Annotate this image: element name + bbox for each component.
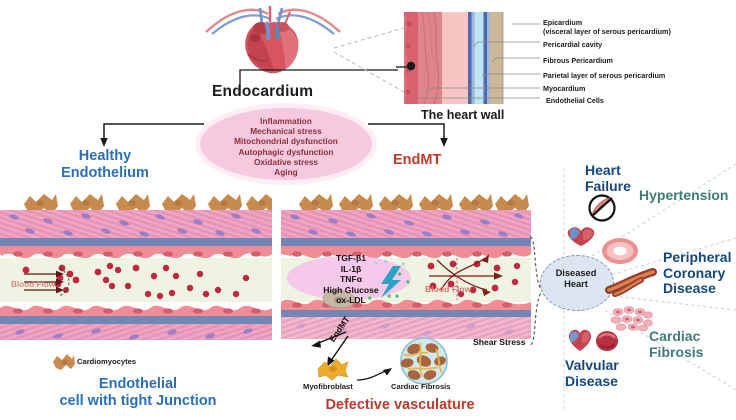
myofibroblast-icon [316,357,350,381]
outcome-valvular-disease: Valvular Disease [565,357,619,389]
defective-vessel-diagram [281,190,531,340]
fibrosis-arrow [356,366,393,384]
left-heading-line2: Endothelium [61,164,149,181]
branch-arrow-left [96,118,204,148]
layer-label-endothelial-cells: Endothelial Cells [546,96,604,105]
pcd-line2: Coronary [663,264,726,281]
cardiac-fibrosis-label: Cardiac Fibrosis [391,382,451,391]
cytokine-item: ox-LDL [336,295,366,306]
diseased-heart-hub [540,255,614,311]
hypertension-label: Hypertension [639,187,729,203]
vd-line2: Disease [565,372,618,389]
page-title: Endocardium [212,83,314,100]
endocardium-leader-line [238,68,398,94]
layer-label-epicardium: Epicardium [543,18,583,27]
cytokine-item: TGF-β1 [335,253,367,263]
branch-arrow-right [368,118,454,148]
layer-label-fibrous-pericardium: Fibrous Pericardium [543,56,613,65]
middle-blood-flow-label: Blood Flow [425,284,472,294]
healthy-vessel-diagram [0,190,272,340]
hub-line1: Diseased [555,268,597,278]
cf-line1: Cardiac [649,328,701,344]
cytokine-item: TNFα [340,274,362,285]
layer-label-myocardium: Myocardium [543,84,586,93]
cytokine-item: IL-1β [340,263,362,274]
stressor-item: Autophagic dysfunction [238,146,334,157]
cardiomyocyte-legend-icon [52,353,76,371]
middle-panel-caption: Defective vasculature [325,397,475,413]
stressor-item: Oxidative stress [253,156,319,167]
left-heading-line1: Healthy [78,148,132,164]
heart-illustration [198,2,348,80]
endocardium-dot-connector [396,65,412,69]
stressor-item: Mechanical stress [250,126,322,137]
left-caption-line1: Endothelial [98,376,178,392]
valve-cross-section-icon [595,330,619,352]
endmt-transition-arrow [300,328,376,378]
diseased-heart-label: Diseased Heart [540,268,612,290]
outcome-hypertension: Hypertension [639,187,729,204]
outcome-radial-lines [556,160,736,410]
stressor-item: Inflammation [260,116,312,126]
heart-failure-line2: Failure [585,177,631,194]
vd-line1: Valvular [565,357,619,373]
myofibroblast-label: Myofibroblast [303,382,353,391]
heart-failure-line1: Heart [585,162,621,178]
pcd-line1: Peripheral [663,249,732,265]
heart-wall-caption: The heart wall [421,108,505,122]
layer-label-pericardial-cavity: Pericardial cavity [543,40,603,49]
cytokine-item: High Glucose [323,284,379,295]
outcome-heart-failure: Heart Failure [585,162,631,194]
pcd-line3: Disease [663,280,716,296]
cf-line2: Fibrosis [649,343,704,360]
hypertension-icon [601,237,639,265]
left-blood-flow-label: Blood Flow [11,280,56,289]
middle-panel-heading: EndMT [393,152,442,168]
layer-label-parietal-layer: Parietal layer of serous pericardium [543,71,666,80]
cardiac-fibrosis-icon [394,337,454,385]
heart-wall-callout-lines [409,14,540,104]
stressor-item: Mitochondrial dysfunction [234,136,338,147]
stressor-item: Aging [274,167,298,178]
stressors-list: Inflammation Mechanical stress Mitochond… [200,116,372,177]
hub-line2: Heart [564,279,588,289]
coronary-vessel-icon [605,268,657,297]
stressors-oval [200,108,372,180]
left-caption-line2: cell with tight Junction [59,392,217,409]
layer-label-epicardium-sub: (visceral layer of serous pericardium) [543,27,671,36]
cardiomyocytes-label: Cardiomyocytes [77,357,137,366]
heart-failure-heart-icon [564,225,598,247]
shear-stress-label: Shear Stress [473,337,526,347]
left-panel-heading: Healthy Endothelium [35,148,175,181]
outcome-peripheral-coronary-disease: Peripheral Coronary Disease [663,249,732,297]
valvular-heart-icon [565,327,595,353]
heart-failure-icon [586,193,618,223]
cytokine-list: TGF-β1 IL-1β TNFα High Glucose ox-LDL [300,253,402,306]
left-panel-caption: Endothelial cell with tight Junction [6,376,270,409]
outcome-cardiac-fibrosis: Cardiac Fibrosis [649,328,704,360]
fibrosis-tissue-icon [610,305,654,332]
